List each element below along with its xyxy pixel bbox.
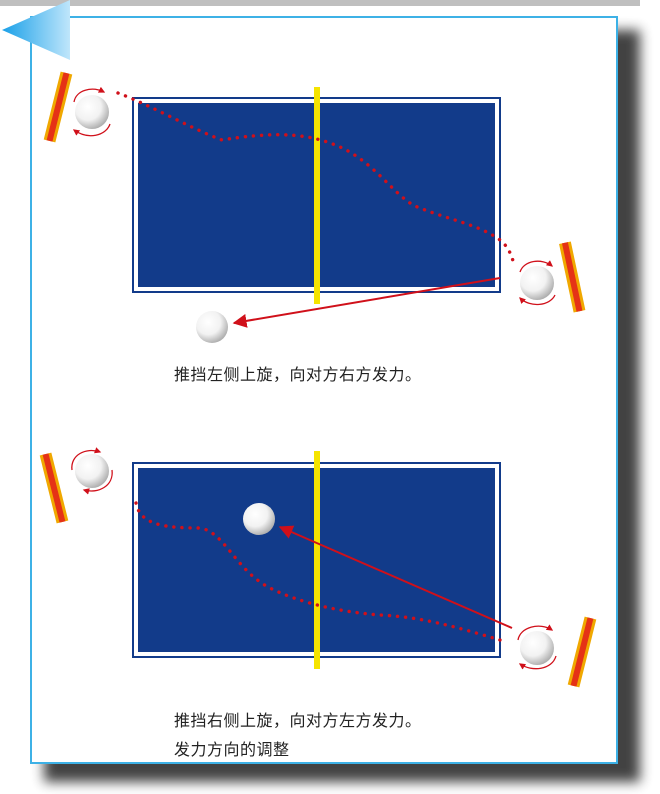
diagram-2 [39,447,597,688]
spin-arrow-icon [519,260,554,273]
corner-arrow-icon [2,0,70,60]
paddle-icon [567,616,597,688]
net-1 [314,87,320,304]
net-2 [314,451,320,669]
caption-1: 推挡左侧上旋，向对方右方发力。 [174,365,422,384]
ball-icon [75,95,109,129]
top-edge-strip [0,0,640,6]
spin-arrow-icon [517,624,554,641]
ball-icon [75,454,109,488]
ball-path-1 [116,91,516,266]
paddle-icon [39,452,69,524]
target-ball-icon [243,503,275,535]
spin-arrow-icon [518,655,557,670]
ball-path-2 [134,501,502,642]
spin-arrow-icon [72,123,111,137]
figure-title: 发力方向的调整 [174,740,290,759]
paddle-icon [559,241,586,313]
target-ball-icon [196,311,228,343]
spin-arrow-icon [71,447,102,471]
spin-arrow-icon [519,294,556,306]
caption-2: 推挡右侧上旋，向对方左方发力。 [174,711,422,730]
table-1 [132,87,501,304]
spin-arrow-icon [73,86,106,103]
force-arrow-2 [278,525,513,629]
force-arrow-1 [232,277,501,328]
ball-icon [520,631,554,665]
ball-icon [520,266,554,300]
paddle-icon [43,71,73,143]
spin-arrow-icon [82,469,113,495]
diagram-1 [43,71,586,343]
table-2 [132,451,501,669]
